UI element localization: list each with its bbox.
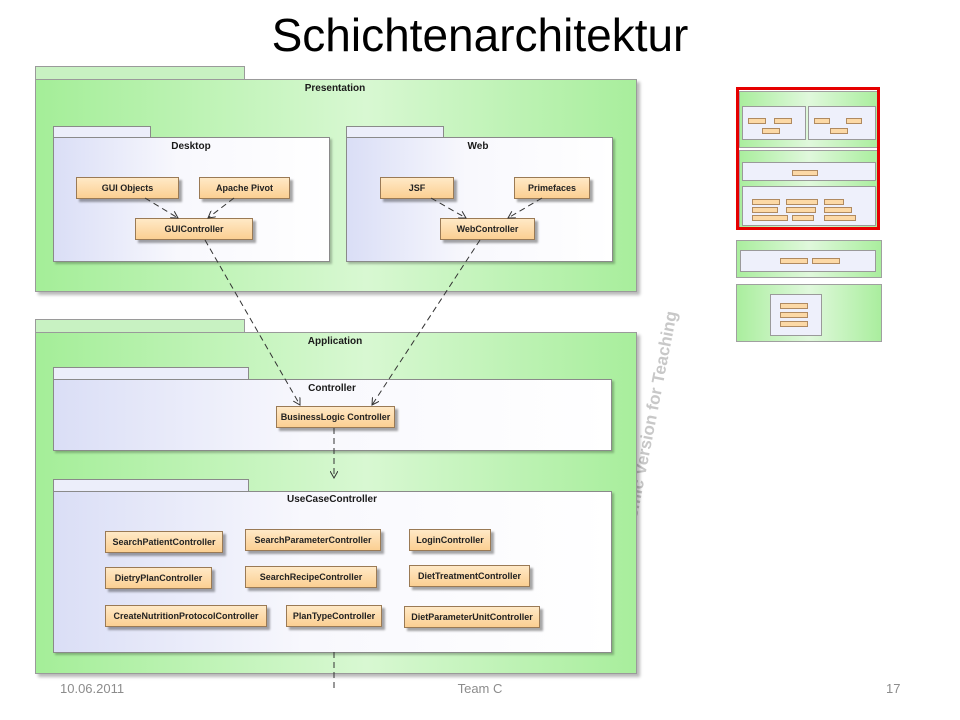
arrow-guicontroller-businesslogic <box>204 239 300 405</box>
gui-objects-class: GUI Objects <box>76 177 179 199</box>
thumb-class <box>780 258 808 264</box>
footer-date: 10.06.2011 <box>60 681 125 696</box>
arrow-guiobjects-guicontroller <box>144 197 178 218</box>
controller-tab <box>53 367 249 380</box>
thumb-class <box>786 207 816 213</box>
thumb-class <box>830 128 848 134</box>
slide-title: Schichtenarchitektur <box>271 9 689 61</box>
usecase-class: DietParameterUnitController <box>404 606 540 628</box>
thumb-class <box>752 215 788 221</box>
usecase-class: LoginController <box>409 529 491 551</box>
thumb-class <box>824 199 844 205</box>
usecase-class: DietryPlanController <box>105 567 212 589</box>
thumb-class <box>846 118 862 124</box>
footer-page-number: 17 <box>886 681 901 696</box>
usecase-class: SearchRecipeController <box>245 566 377 588</box>
footer-team: Team C <box>457 681 503 696</box>
desktop-tab <box>53 126 151 138</box>
presentation-tab <box>35 66 245 80</box>
thumb-class <box>780 321 808 327</box>
usecase-class: SearchPatientController <box>105 531 223 553</box>
thumb-class <box>792 170 818 176</box>
arrow-webcontroller-businesslogic <box>372 239 481 405</box>
application-label: Application <box>307 336 363 347</box>
desktop-package <box>53 137 330 262</box>
thumb-class <box>762 128 780 134</box>
highlight-frame <box>736 87 880 230</box>
thumb-class <box>780 312 808 318</box>
usecase-class: SearchParameterController <box>245 529 381 551</box>
usecase-class: CreateNutritionProtocolController <box>105 605 267 627</box>
thumb-class <box>780 303 808 309</box>
business-logic-controller-class: BusinessLogic Controller <box>276 406 395 428</box>
thumb-class <box>774 118 792 124</box>
web-label: Web <box>467 141 489 152</box>
presentation-label: Presentation <box>304 83 366 94</box>
arrow-jsf-webcontroller <box>430 197 466 218</box>
controller-label: Controller <box>308 383 356 394</box>
usecase-tab <box>53 479 249 492</box>
usecase-class: PlanTypeController <box>286 605 382 627</box>
arrow-primefaces-webcontroller <box>508 197 543 218</box>
application-tab <box>35 319 245 333</box>
thumb-class <box>748 118 766 124</box>
thumb-class <box>814 118 830 124</box>
gui-controller-class: GUIController <box>135 218 253 240</box>
desktop-label: Desktop <box>171 141 211 152</box>
thumb-class <box>824 215 856 221</box>
thumb-class <box>752 199 780 205</box>
arrow-pivot-guicontroller <box>208 197 235 218</box>
thumb-class <box>792 215 814 221</box>
thumb-class <box>786 199 818 205</box>
usecase-class: DietTreatmentController <box>409 565 530 587</box>
web-tab <box>346 126 444 138</box>
thumb-model <box>740 250 876 272</box>
thumb-class <box>812 258 840 264</box>
thumb-class <box>824 207 852 213</box>
jsf-class: JSF <box>380 177 454 199</box>
thumb-class <box>752 207 778 213</box>
primefaces-class: Primefaces <box>514 177 590 199</box>
apache-pivot-class: Apache Pivot <box>199 177 290 199</box>
web-controller-class: WebController <box>440 218 535 240</box>
usecase-label: UseCaseController <box>286 494 378 505</box>
